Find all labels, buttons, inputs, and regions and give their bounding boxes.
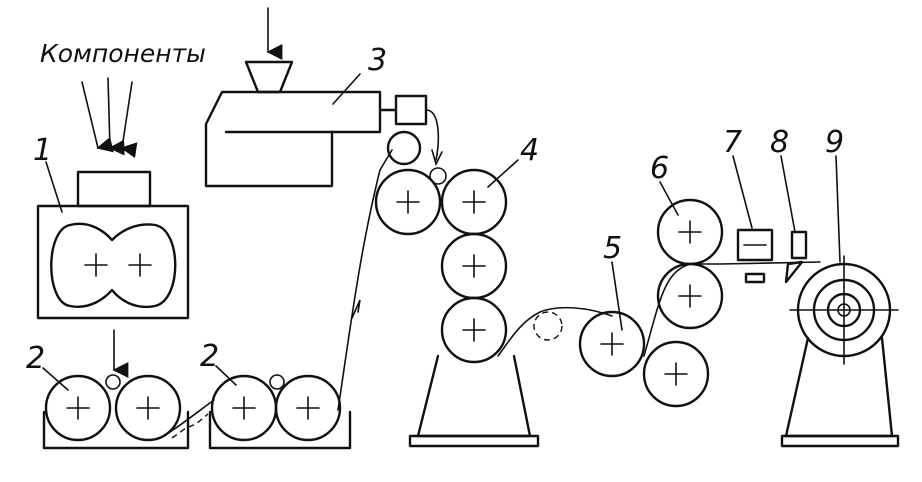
components-label: Компоненты [40, 39, 206, 68]
leader-line-7 [732, 155, 753, 229]
leader-line-2-mid [215, 365, 237, 386]
web-strip-1 [169, 399, 215, 433]
leader-line-8 [780, 155, 796, 233]
cutter [736, 228, 774, 284]
extruder-motor [394, 94, 428, 126]
label-7: 7 [723, 125, 742, 160]
knife [784, 230, 808, 284]
leader-line-2-left [42, 367, 69, 391]
roll-icon [274, 374, 342, 442]
roll-icon [578, 310, 646, 378]
label-2-left: 2 [26, 341, 45, 376]
extruder-body [204, 90, 382, 188]
label-9: 9 [825, 125, 844, 160]
component-input-arrows [81, 77, 138, 159]
web-strip-4 [643, 261, 821, 357]
winder-stand [784, 336, 894, 438]
calender [374, 130, 540, 448]
mixer-hopper [76, 170, 152, 208]
label-8: 8 [770, 125, 789, 160]
label-1: 1 [33, 133, 52, 168]
roll-mill-left [42, 374, 190, 450]
leader-line-6 [659, 181, 679, 216]
web-strip-3 [497, 306, 613, 357]
roll-icon [374, 168, 442, 236]
leader-line-1 [45, 161, 63, 213]
roll-mill-left-base [42, 410, 190, 450]
label-3: 3 [368, 43, 387, 78]
web-strip-2 [337, 149, 393, 411]
roll-icon [114, 374, 182, 442]
cooling-rolls [578, 310, 710, 408]
winder-base [780, 434, 900, 448]
label-2-mid: 2 [200, 339, 219, 374]
label-4: 4 [520, 133, 539, 168]
roll-mill-middle-base [208, 410, 352, 450]
label-5: 5 [603, 231, 622, 266]
leader-line-4 [487, 159, 519, 188]
calender-base [408, 434, 540, 448]
roll-icon [642, 340, 710, 408]
label-6: 6 [650, 151, 669, 186]
leader-line-9 [835, 155, 841, 263]
roll-icon [440, 296, 508, 364]
mixer-housing [36, 204, 190, 320]
roll-mill-middle [208, 374, 352, 450]
calender-stand [416, 354, 532, 438]
winder [780, 255, 900, 448]
roll-icon [44, 374, 112, 442]
leader-line-5 [611, 261, 623, 331]
extruder-hopper [244, 60, 294, 94]
extruder [204, 7, 443, 188]
leader-line-3 [332, 73, 361, 105]
mixer [36, 170, 190, 320]
